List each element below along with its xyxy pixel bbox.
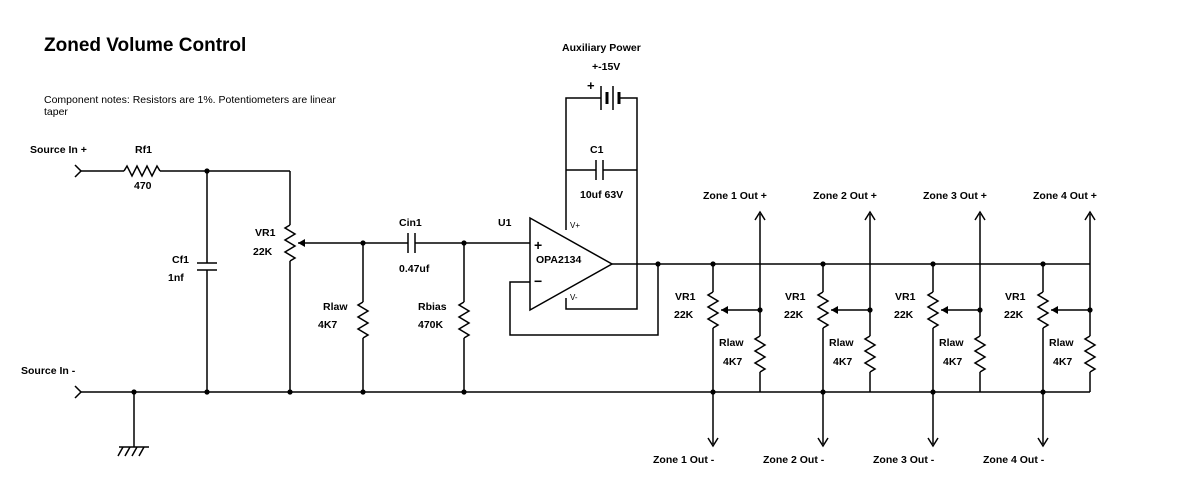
rf1-value: 470 <box>134 180 152 192</box>
up-arrow-icon <box>754 210 766 221</box>
vminus-rail <box>565 97 638 310</box>
cf1-value: 1nf <box>168 272 184 284</box>
zone-4-out-minus-label: Zone 4 Out - <box>983 454 1045 466</box>
vplus-rail <box>565 97 596 230</box>
wiper-arrow-icon <box>1051 306 1058 314</box>
vr1-main-potentiometer <box>283 224 363 262</box>
u1-plus-sign: + <box>534 237 542 253</box>
zone-3-out-plus-label: Zone 3 Out + <box>923 190 987 202</box>
cin1-value: 0.47uf <box>399 263 430 275</box>
junction-dot <box>360 389 366 395</box>
rbias-resistor <box>457 301 471 339</box>
rlaw-main-name: Rlaw <box>323 301 348 313</box>
junction-dot <box>655 261 661 267</box>
cin1-name: Cin1 <box>399 217 422 229</box>
zone-1-out-minus-label: Zone 1 Out - <box>653 454 715 466</box>
zone-2-rlaw-resistor <box>863 335 877 373</box>
zone-3-out-minus-label: Zone 3 Out - <box>873 454 935 466</box>
rf1-name: Rf1 <box>135 144 152 156</box>
u1-minus-sign: − <box>534 273 542 289</box>
u1-name: U1 <box>498 217 512 229</box>
zone-outputs: Zone 1 Out +Zone 1 Out -VR122KRlaw4K7Zon… <box>653 190 1097 466</box>
vr1-main-value: 22K <box>253 246 273 258</box>
zone-1-rlaw-resistor <box>753 335 767 373</box>
zone-1-rlaw-name: Rlaw <box>719 337 744 349</box>
zone-4-section: Zone 4 Out + Zone 4 Out - VR1 22K Rlaw 4K7 <box>983 190 1097 466</box>
c1-capacitor <box>595 160 604 180</box>
cin1-capacitor <box>407 233 416 253</box>
wiper-arrow-icon <box>721 306 728 314</box>
junction-dot <box>204 389 210 395</box>
zone-1-vr-potentiometer <box>706 291 720 329</box>
u1-part: OPA2134 <box>536 254 581 266</box>
zone-4-vr-name: VR1 <box>1005 291 1026 303</box>
zone-3-vr-name: VR1 <box>895 291 916 303</box>
zone-4-rlaw-value: 4K7 <box>1053 356 1072 368</box>
battery-plus-sign: + <box>587 78 595 93</box>
aux-power-label: Auxiliary Power <box>562 42 641 54</box>
rlaw-main-value: 4K7 <box>318 319 337 331</box>
zone-4-rlaw-resistor <box>1083 335 1097 373</box>
zone-3-rlaw-name: Rlaw <box>939 337 964 349</box>
c1-value: 10uf 63V <box>580 189 623 201</box>
zone-1-vr-name: VR1 <box>675 291 696 303</box>
component-notes-line-2: taper <box>44 106 68 118</box>
rf1-resistor <box>123 164 161 178</box>
zone-4-rlaw-name: Rlaw <box>1049 337 1074 349</box>
u1-vplus-label: V+ <box>570 221 580 230</box>
down-arrow-icon <box>817 437 829 448</box>
down-arrow-icon <box>927 437 939 448</box>
cf1-name: Cf1 <box>172 254 189 266</box>
zone-2-vr-potentiometer <box>816 291 830 329</box>
aux-power-voltage: +-15V <box>592 61 620 73</box>
zone-2-vr-value: 22K <box>784 309 804 321</box>
zone-1-vr-value: 22K <box>674 309 694 321</box>
page-title: Zoned Volume Control <box>44 35 246 56</box>
zone-1-rlaw-value: 4K7 <box>723 356 742 368</box>
up-arrow-icon <box>1084 210 1096 221</box>
u1-vminus-label: V- <box>570 293 578 302</box>
zone-3-rlaw-value: 4K7 <box>943 356 962 368</box>
component-notes-line-1: Component notes: Resistors are 1%. Poten… <box>44 94 336 106</box>
up-arrow-icon <box>974 210 986 221</box>
zone-3-rlaw-resistor <box>973 335 987 373</box>
junction-dot <box>287 389 293 395</box>
junction-dot <box>461 389 467 395</box>
rbias-value: 470K <box>418 319 444 331</box>
u1-opamp <box>529 216 614 312</box>
zone-3-vr-potentiometer <box>926 291 940 329</box>
zone-1-out-plus-label: Zone 1 Out + <box>703 190 767 202</box>
zone-2-section: Zone 2 Out + Zone 2 Out - VR1 22K Rlaw 4K7 <box>763 190 877 466</box>
source-in-minus-label: Source In - <box>21 365 76 377</box>
zone-2-out-plus-label: Zone 2 Out + <box>813 190 877 202</box>
zone-3-vr-value: 22K <box>894 309 914 321</box>
zone-4-vr-potentiometer <box>1036 291 1050 329</box>
zone-2-out-minus-label: Zone 2 Out - <box>763 454 825 466</box>
zone-2-vr-name: VR1 <box>785 291 806 303</box>
zone-2-rlaw-name: Rlaw <box>829 337 854 349</box>
down-arrow-icon <box>1037 437 1049 448</box>
zone-4-vr-value: 22K <box>1004 309 1024 321</box>
vr1-main-name: VR1 <box>255 227 276 239</box>
source-in-minus-terminal <box>74 385 83 399</box>
wiper-arrow-icon <box>941 306 948 314</box>
rlaw-main-resistor <box>356 301 370 339</box>
cf1-capacitor <box>197 262 217 271</box>
zone-3-section: Zone 3 Out + Zone 3 Out - VR1 22K Rlaw 4K7 <box>873 190 987 466</box>
zone-1-section: Zone 1 Out + Zone 1 Out - VR1 22K Rlaw 4K7 <box>653 190 767 466</box>
c1-name: C1 <box>590 144 604 156</box>
zone-4-out-plus-label: Zone 4 Out + <box>1033 190 1097 202</box>
source-in-plus-label: Source In + <box>30 144 87 156</box>
down-arrow-icon <box>707 437 719 448</box>
source-in-plus-terminal <box>74 164 83 178</box>
up-arrow-icon <box>864 210 876 221</box>
ground-icon <box>117 392 149 457</box>
wiper-arrow-icon <box>831 306 838 314</box>
aux-power-battery <box>596 86 624 110</box>
rbias-name: Rbias <box>418 301 447 313</box>
feedback-wire <box>509 264 659 336</box>
zone-2-rlaw-value: 4K7 <box>833 356 852 368</box>
